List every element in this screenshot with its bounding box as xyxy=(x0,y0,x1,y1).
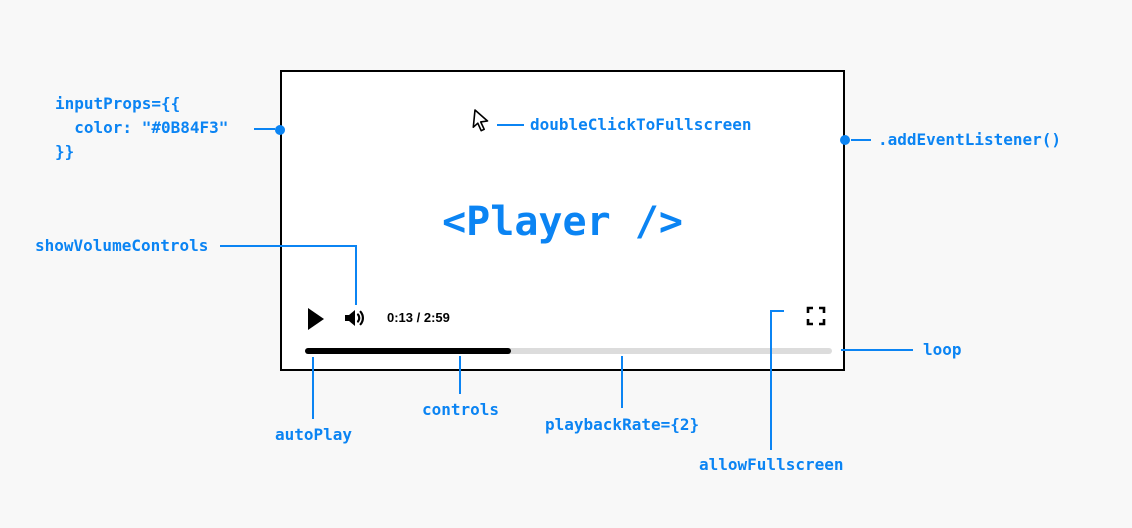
annotation-auto-play: autoPlay xyxy=(275,425,353,444)
annotation-input-props: inputProps={{ color: "#0B84F3" }} xyxy=(55,94,229,161)
annotation-show-volume-controls: showVolumeControls xyxy=(35,236,209,255)
time-display: 0:13 / 2:59 xyxy=(387,310,450,325)
connector-controls xyxy=(459,356,461,394)
connector-dot-input-props xyxy=(275,125,285,135)
connector-show-volume-controls-h xyxy=(220,245,357,247)
connector-dot-add-event-listener xyxy=(840,135,850,145)
connector-allow-fullscreen-v xyxy=(770,310,772,450)
connector-double-click xyxy=(497,124,524,126)
progress-fill xyxy=(305,348,511,354)
connector-loop xyxy=(841,349,913,351)
annotation-double-click-to-fullscreen: doubleClickToFullscreen xyxy=(530,115,752,134)
annotation-controls: controls xyxy=(422,400,500,419)
annotation-loop: loop xyxy=(923,340,962,359)
player-frame xyxy=(280,70,845,371)
connector-playback-rate xyxy=(621,356,623,408)
connector-input-props xyxy=(254,128,275,130)
connector-auto-play xyxy=(312,357,314,419)
progress-bar[interactable] xyxy=(305,348,832,354)
connector-show-volume-controls-v xyxy=(355,245,357,305)
annotation-add-event-listener: .addEventListener() xyxy=(878,130,1062,149)
volume-icon[interactable] xyxy=(341,305,367,335)
mouse-pointer-icon xyxy=(467,106,495,138)
annotation-playback-rate: playbackRate={2} xyxy=(545,415,700,434)
fullscreen-icon[interactable] xyxy=(806,306,826,330)
annotation-allow-fullscreen: allowFullscreen xyxy=(699,455,844,474)
play-icon[interactable] xyxy=(307,307,325,335)
connector-add-event-listener xyxy=(851,139,871,141)
player-title: <Player /> xyxy=(442,199,683,245)
connector-allow-fullscreen-tick xyxy=(770,310,784,312)
